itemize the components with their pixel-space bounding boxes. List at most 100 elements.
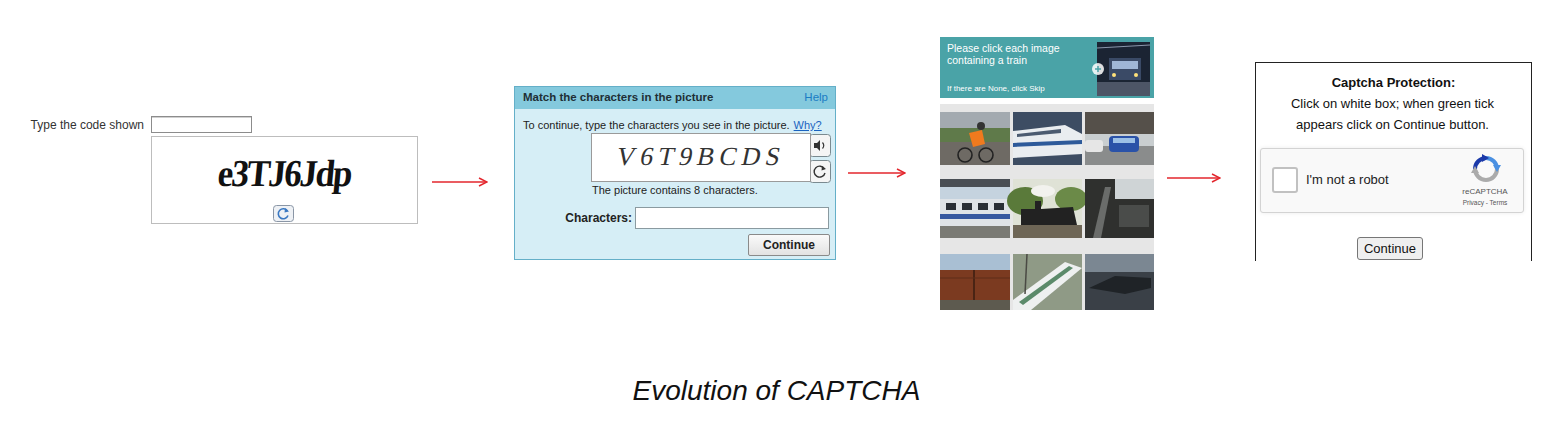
rider-body xyxy=(969,130,985,147)
why-link: Why? xyxy=(794,119,822,131)
photo-ground xyxy=(1097,42,1150,96)
button-frame xyxy=(810,161,831,183)
photo-sky xyxy=(940,254,1010,310)
dialog-title: Match the characters in the picture xyxy=(523,91,713,103)
train-body xyxy=(1013,262,1082,310)
input-frame xyxy=(636,208,829,229)
character-count-note: The picture contains 8 characters. xyxy=(592,184,758,196)
crane xyxy=(1093,187,1111,238)
evolution-arrow xyxy=(848,172,905,174)
grid-ground xyxy=(940,104,1154,310)
checkbox-label: I'm not a robot xyxy=(1306,172,1389,187)
car-gap xyxy=(973,270,975,300)
pole xyxy=(1025,254,1027,294)
train-windows xyxy=(1017,129,1061,137)
steam-locomotive-photo xyxy=(1007,179,1087,238)
dark-vehicle-photo xyxy=(1085,254,1154,310)
train-body xyxy=(940,199,1010,226)
text-input xyxy=(635,207,829,229)
button-label: Continue xyxy=(1358,241,1422,256)
bullet-train-photo xyxy=(1013,112,1082,165)
logo-arc xyxy=(1475,169,1497,180)
train-stripe xyxy=(1019,266,1073,305)
bike-wheel xyxy=(958,148,972,162)
freight-car xyxy=(940,270,1010,300)
help-link: Help xyxy=(804,91,828,103)
rider-head xyxy=(977,122,985,130)
instruction-text: Please click each image containing a tra… xyxy=(947,42,1075,66)
sound-wave xyxy=(823,143,824,149)
train-window xyxy=(962,203,972,210)
train-window xyxy=(1112,61,1138,69)
sample-train-photo xyxy=(1092,42,1150,96)
platform xyxy=(1097,82,1150,96)
train-window xyxy=(978,203,988,210)
photo-sky xyxy=(1085,254,1154,272)
captcha-protection-panel: Captcha Protection: Click on white box; w… xyxy=(1255,62,1532,261)
figure-caption: Evolution of CAPTCHA xyxy=(0,375,1553,407)
photo-ground xyxy=(1085,254,1154,310)
car xyxy=(1109,136,1139,152)
header-band xyxy=(940,37,1154,98)
logo-arrowhead xyxy=(1493,165,1501,172)
input-shadow xyxy=(152,117,251,118)
train-front xyxy=(1109,58,1141,80)
smoke xyxy=(1031,185,1055,197)
station-train-photo xyxy=(940,179,1010,238)
evolution-arrow xyxy=(1167,177,1220,179)
refresh-arrowhead xyxy=(822,166,827,171)
continue-button: Continue xyxy=(748,234,830,256)
train-light xyxy=(1134,73,1138,77)
captcha-image-box: V6T9BCDS xyxy=(591,133,811,182)
zoom-badge xyxy=(1092,63,1104,75)
refresh-button xyxy=(274,206,294,222)
audio-button xyxy=(809,134,831,157)
photo-ground xyxy=(1013,112,1082,165)
car-rib xyxy=(940,278,1010,279)
field-label: Characters: xyxy=(565,211,632,225)
track-bed xyxy=(1013,225,1082,238)
button-frame xyxy=(274,206,294,222)
train-light xyxy=(1112,73,1116,77)
refresh-arrow xyxy=(814,166,825,177)
image-grid-panel: Please click each image containing a tra… xyxy=(940,37,1154,310)
recaptcha-logo xyxy=(1471,154,1501,184)
photo-sky xyxy=(940,112,1010,165)
button-frame xyxy=(810,135,831,157)
overhead-wire xyxy=(1097,45,1150,48)
bike-wheel xyxy=(979,148,993,162)
recaptcha-widget: I'm not a robot reCAPTCHA Privacy - Terms xyxy=(1260,148,1524,213)
refresh-button xyxy=(809,160,831,183)
vehicle xyxy=(1089,276,1151,294)
captcha-code: V6T9BCDS xyxy=(589,142,813,172)
industrial-photo xyxy=(1085,179,1154,238)
checkbox xyxy=(1272,167,1298,193)
text-input xyxy=(152,117,252,133)
photo-ground xyxy=(1085,179,1154,238)
photo-sky xyxy=(1115,179,1154,199)
panel-heading: Captcha Protection: xyxy=(1256,75,1531,90)
field-label: Type the code shown xyxy=(31,118,144,132)
instruction-text: Click on white box; when green tick appe… xyxy=(1268,93,1517,135)
train-window xyxy=(946,203,956,210)
checkbox-frame xyxy=(1273,168,1297,192)
speaker xyxy=(814,140,820,151)
car xyxy=(1085,140,1103,152)
legal-links: Privacy - Terms xyxy=(1449,199,1521,206)
building xyxy=(1085,112,1154,134)
train-stripe xyxy=(1013,140,1082,147)
captcha-code: e3TJ6Jdp xyxy=(160,151,408,195)
refresh-arrow xyxy=(278,209,288,219)
curving-train-photo xyxy=(1013,254,1082,310)
photo-ground xyxy=(1013,254,1082,310)
train-body xyxy=(1013,125,1082,158)
brand-label: reCAPTCHA xyxy=(1449,187,1521,196)
train-stripe xyxy=(940,214,1010,219)
refresh-arrowhead xyxy=(285,208,290,213)
platform xyxy=(940,226,1010,238)
logo-arrowhead xyxy=(1482,154,1489,162)
street-photo xyxy=(1085,112,1154,165)
zoom-plus xyxy=(1095,66,1101,72)
